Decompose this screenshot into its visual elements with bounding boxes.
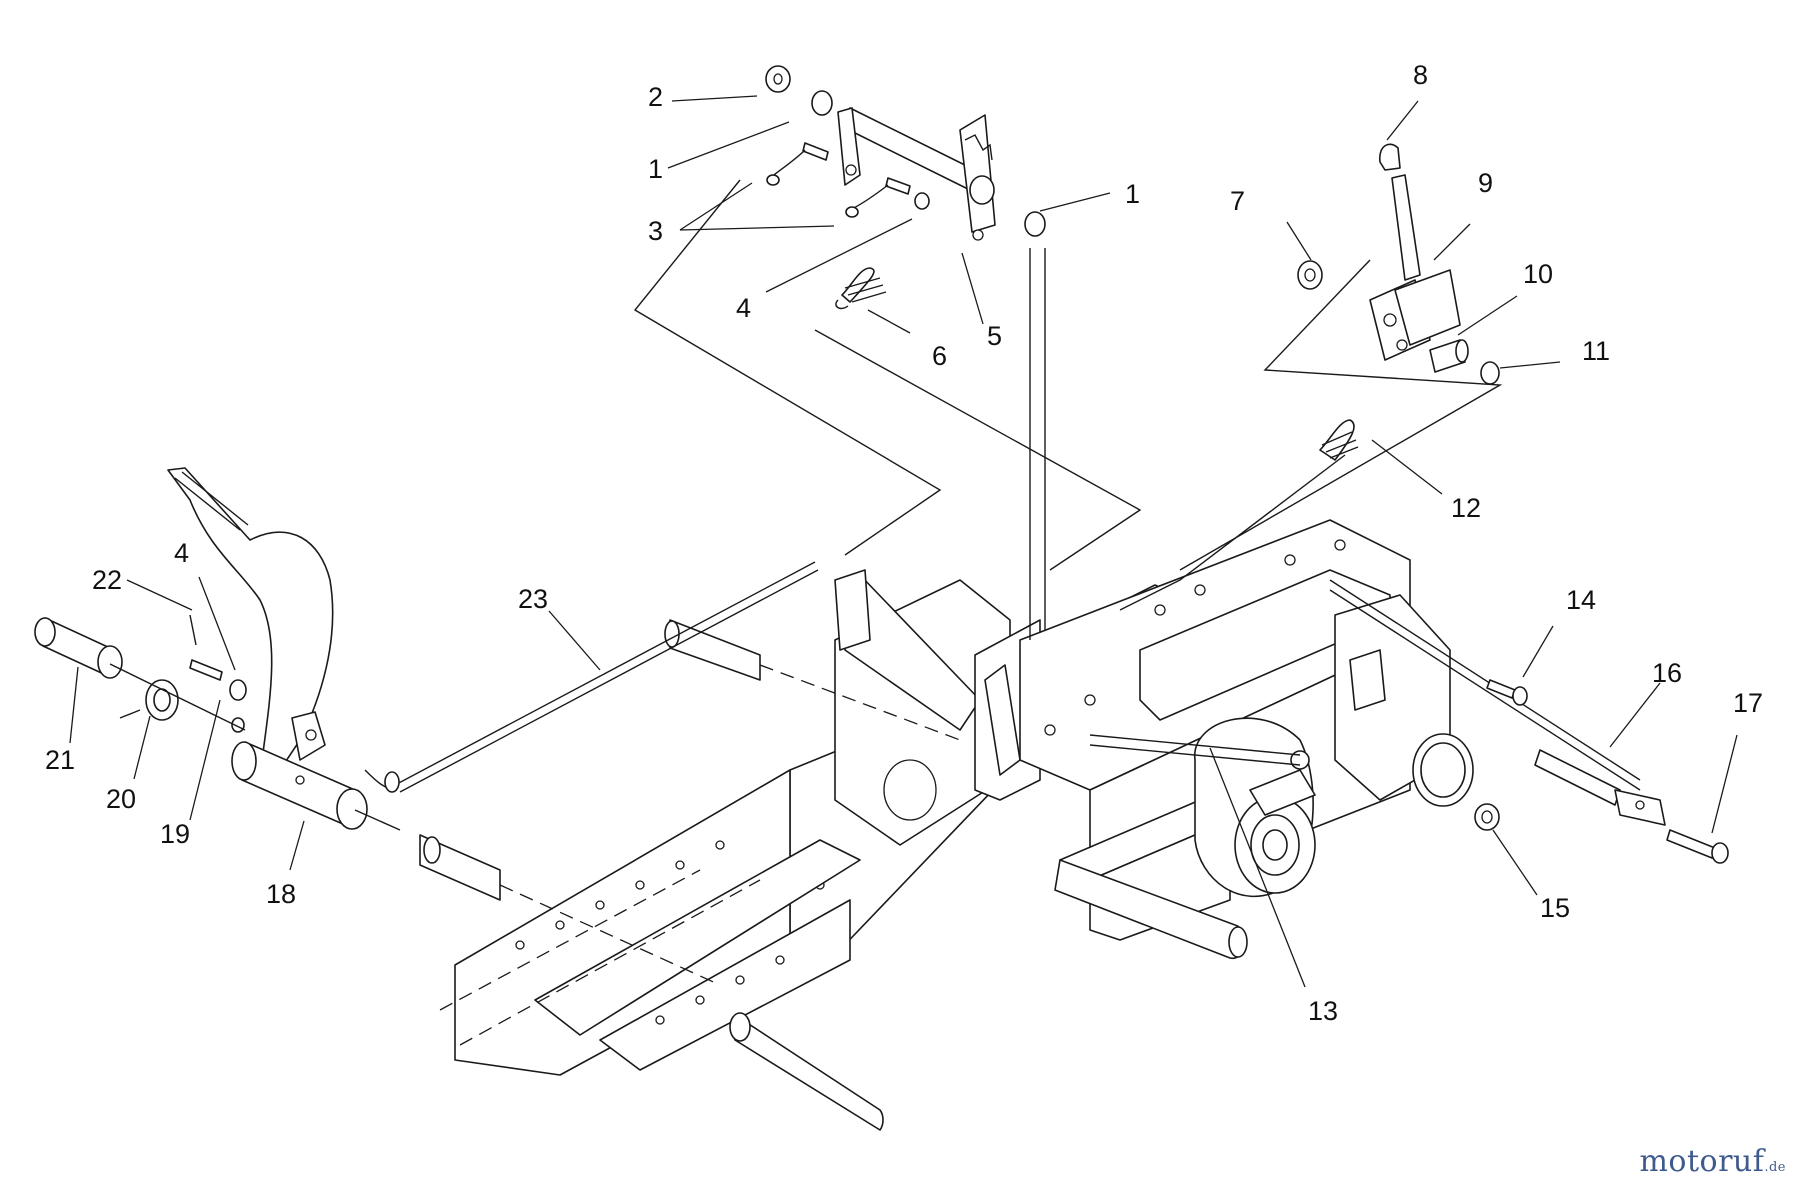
callout-22: 22 — [92, 565, 122, 595]
callout-19: 19 — [160, 819, 190, 849]
callout-5: 5 — [987, 321, 1002, 351]
callout-7: 7 — [1230, 186, 1245, 216]
callout-17: 17 — [1733, 688, 1763, 718]
callout-8: 8 — [1413, 60, 1428, 90]
callout-6: 6 — [932, 341, 947, 371]
callout-16: 16 — [1652, 658, 1682, 688]
callout-1-right: 1 — [1125, 179, 1140, 209]
watermark-tld: .de — [1764, 1160, 1786, 1175]
chassis-frame — [454, 519, 1474, 1076]
callout-14: 14 — [1566, 585, 1596, 615]
callout-20: 20 — [106, 784, 136, 814]
hoc-lever-assembly — [1119, 143, 1503, 611]
callout-9: 9 — [1478, 168, 1493, 198]
callout-21: 21 — [45, 745, 75, 775]
callout-12: 12 — [1451, 493, 1481, 523]
callouts: 2 1 3 4 6 5 1 8 7 9 10 11 12 4 22 23 21 … — [45, 60, 1763, 1026]
callout-2: 2 — [648, 82, 663, 112]
callout-4-upper: 4 — [736, 293, 751, 323]
callout-1-left: 1 — [648, 154, 663, 184]
leader-lines — [69, 95, 1738, 988]
right-rod-assembly — [1089, 579, 1729, 864]
rod-23 — [364, 561, 819, 793]
callout-10: 10 — [1523, 259, 1553, 289]
callout-18: 18 — [266, 879, 296, 909]
pedal-assembly — [34, 467, 401, 831]
callout-4-lower: 4 — [174, 538, 189, 568]
callout-15: 15 — [1540, 893, 1570, 923]
callout-3: 3 — [648, 216, 663, 246]
callout-13: 13 — [1308, 996, 1338, 1026]
lift-lever-assembly — [633, 65, 1142, 640]
callout-23: 23 — [518, 584, 548, 614]
cross-tubes — [419, 619, 961, 1131]
callout-11: 11 — [1582, 336, 1610, 366]
watermark-logo: motoruf.de — [1639, 1144, 1786, 1179]
watermark-text: motoruf — [1639, 1144, 1765, 1179]
